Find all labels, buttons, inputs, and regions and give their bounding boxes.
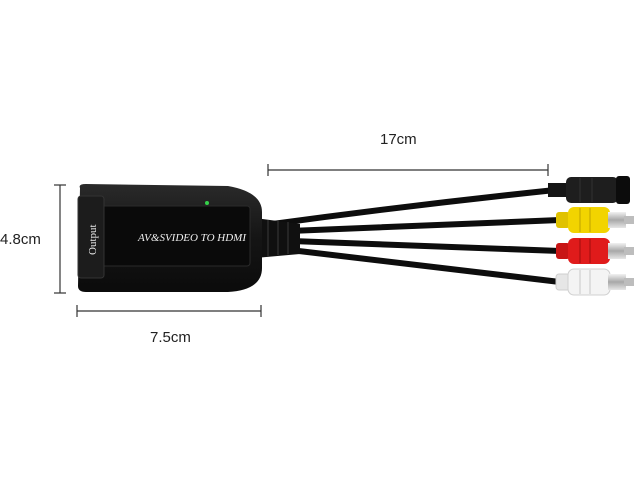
port-label: Output: [87, 224, 99, 255]
dimension-height: [54, 184, 66, 294]
strain-relief: [255, 218, 300, 258]
cable-length-label: 17cm: [380, 131, 417, 148]
cable-bundle: [262, 187, 563, 285]
converter-body: [77, 184, 262, 292]
dimension-width: [76, 305, 262, 317]
device-label: AV&SVIDEO TO HDMI: [137, 232, 247, 244]
rca-connector-yellow: [556, 207, 634, 233]
svideo-connector: [548, 176, 630, 204]
width-label: 7.5cm: [150, 329, 191, 346]
height-label: 4.8cm: [0, 231, 41, 248]
dimension-cable-length: [267, 164, 549, 176]
rca-connector-red: [556, 238, 634, 264]
led-indicator: [205, 201, 209, 205]
rca-connector-white: [555, 268, 634, 296]
